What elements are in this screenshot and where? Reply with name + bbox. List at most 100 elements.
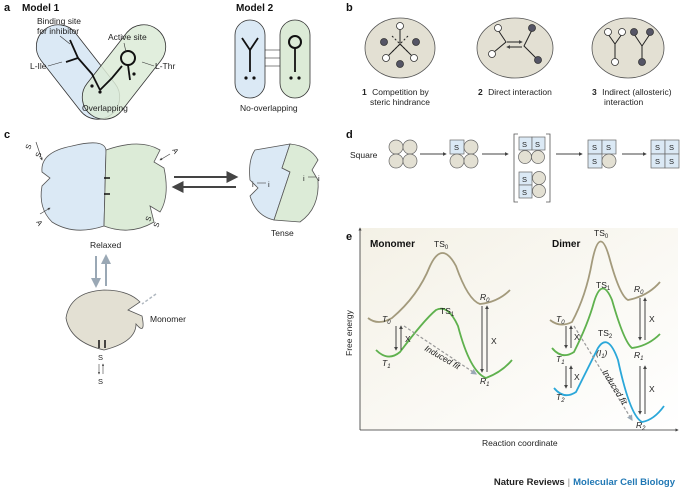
monomer-r0: R0 [480,292,490,304]
substrate-dot [488,50,496,58]
model1-ligand-structure [65,39,136,91]
tense-i-left: i [252,180,254,189]
inhibitor-dot [396,60,404,68]
journal-name: Nature Reviews [493,477,565,488]
monomer-t0: T0 [382,314,391,326]
dimer-i1: (I1) [596,348,608,360]
monomer-s-bottom: S [98,377,103,386]
monomer-s-top: S [98,353,103,362]
leader-line [59,35,71,45]
stage-2a-circles [518,150,545,164]
mechanism-1-ligands [387,28,413,57]
stage-2-bracket-left [513,133,518,203]
no-overlapping-caption: No-overlapping [240,103,298,113]
ligand-dot [297,76,301,80]
relaxed-arrow [159,153,171,161]
journal-subject: Molecular Cell Biology [573,477,675,488]
mechanism-3-line1: 3 Indirect (allosteric) [592,87,672,97]
dimer-r0: R0 [634,284,644,296]
stage-4-s: S [655,157,660,166]
dimer-induced-fit-arrow [573,325,633,422]
stage-4-box [664,153,680,169]
dimer-ts0: TS0 [594,228,609,240]
ligand-dot [132,72,136,76]
leader-line [141,61,155,67]
relaxed-s-top-left-2: S [33,151,43,159]
dimer-ts2: TS2 [598,328,613,340]
tense-i-right: i [303,174,305,183]
relaxed-s-top-left: S [23,143,33,151]
monomer-label: Monomer [150,314,186,324]
binding-site-label-1: Binding site [37,16,81,26]
dimer-x-3: X [649,314,655,324]
mechanism-1-enzyme [364,17,436,79]
dimer-r2: R2 [636,420,646,432]
dimer-ts1: TS1 [596,280,611,292]
model2-title: Model 2 [236,3,274,14]
model2-ligand-left [241,37,259,72]
monomer-ts1: TS1 [440,306,455,318]
monomer-x-right: X [491,336,497,346]
stage-2b-box [518,184,533,199]
stage-3-s: S [606,143,611,152]
relaxed-subunit-right [103,143,167,231]
energy-plot-background [360,228,678,430]
substrate-dot [382,54,390,62]
active-site-label: Active site [108,32,147,42]
panel-a: a Model 1 Binding site for inhibitor Act… [4,2,311,120]
leader-line [123,42,127,53]
binding-site-label-2: for inhibitor [37,26,79,36]
inhibitor-dot [646,28,654,36]
panel-b: b 1 Competition by steric hindrance [346,2,672,107]
relaxed-label: Relaxed [90,240,121,250]
relaxed-s-bottom-right-2: S [151,221,161,229]
monomer-ts0: TS0 [434,239,449,251]
dimer-t1: T1 [556,354,565,366]
square-label: Square [350,150,378,160]
mechanism-1-line2: steric hindrance [370,97,430,107]
ligand-dot [289,76,293,80]
substrate-dot [494,24,502,32]
relaxed-arrow [39,207,51,215]
thr-label: L-Thr [155,61,175,71]
leader-line [47,61,63,67]
ligand-dot [252,76,256,80]
monomer-x-left: X [405,334,411,344]
stage-3-circle [601,153,617,169]
monomer-curve-ts0 [367,252,511,323]
ligand-dot [244,76,248,80]
model1-title: Model 1 [22,3,60,14]
stage-2b-s: S [522,188,527,197]
inhibitor-dot [630,28,638,36]
mechanism-3-line2: interaction [604,97,643,107]
dimer-x-2: X [574,372,580,382]
panel-e-letter: e [346,231,352,243]
mechanism-2-line1: 2 Direct interaction [478,87,552,97]
journal-footer: Nature Reviews|Molecular Cell Biology [494,477,675,488]
inhibitor-dot [528,24,536,32]
square-stage-0 [388,139,418,169]
monomer-body [65,289,144,351]
stage-4-s: S [655,143,660,152]
tense-i-right-2: i [318,174,320,183]
panel-d: d Square S S S S S [346,129,680,203]
relaxed-a-top-right: A [170,147,180,156]
stage-2b-s: S [522,175,527,184]
relaxed-s-bottom-right: S [143,215,153,223]
tense-label: Tense [271,228,294,238]
stage-2b-circles [532,171,546,198]
monomer-t1: T1 [382,358,391,370]
overlapping-caption: Overlapping [82,103,128,113]
panel-d-letter: d [346,129,353,141]
relaxed-a-bottom-left: A [34,219,44,228]
stage-4-s: S [669,143,674,152]
stage-2-bracket-right [546,133,551,203]
mechanism-3-ligands [607,33,651,60]
inhibitor-dot [412,38,420,46]
panel-e: e Free energy Reaction coordinate Monome… [344,227,679,448]
tense-subunit-right [273,143,319,223]
stage-2a-box [531,136,546,151]
inhibitor-dot [638,58,646,66]
monomer-curve-ts1 [375,307,513,379]
